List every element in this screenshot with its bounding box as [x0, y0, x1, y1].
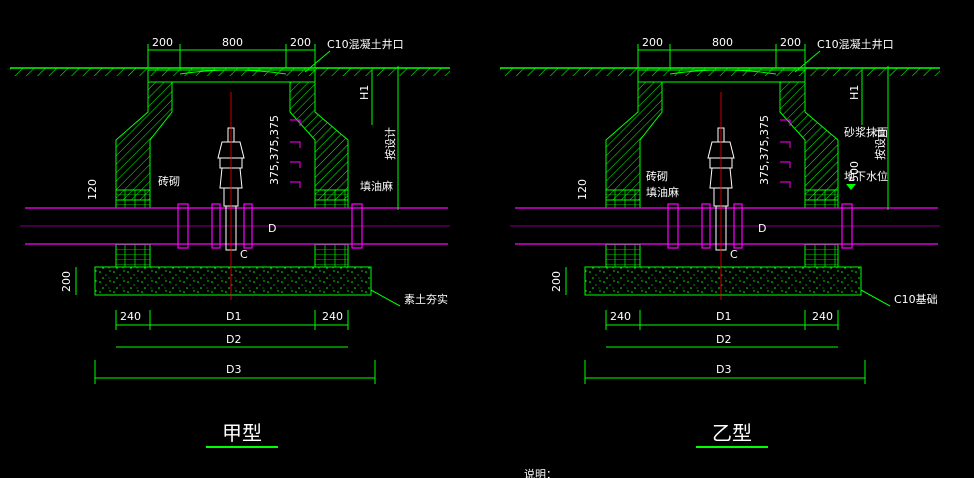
left-brick-lower: [115, 243, 151, 268]
step-irons: [290, 119, 301, 188]
pipe-d-label: D: [758, 222, 766, 235]
step-irons: [780, 119, 791, 188]
top-dimension-line: [637, 44, 806, 68]
right-brick-upper: [804, 189, 839, 209]
top-dim-right: 200: [290, 36, 311, 49]
mortar-label: 砂浆抹面: [844, 125, 888, 139]
design-label: 按设计: [873, 127, 887, 160]
base-slab: [584, 266, 862, 296]
dim-240-left: 240: [120, 310, 141, 323]
top-dim-left: 200: [152, 36, 173, 49]
bottom-dimension-lines: [584, 310, 866, 384]
h500-label: 500: [848, 161, 861, 182]
h200-label: 200: [60, 271, 73, 292]
top-dim-left: 200: [642, 36, 663, 49]
base-leader: [860, 289, 891, 307]
cover-leader: [304, 50, 331, 73]
groundwater-label: 地下水位: [844, 169, 888, 183]
right-brick-lower: [314, 243, 349, 268]
h1-label: H1: [848, 85, 861, 100]
dim-d1: D1: [716, 310, 731, 323]
drawing-yi: 200 800 200 C10混凝土井口: [500, 36, 940, 448]
dim-d2: D2: [226, 333, 241, 346]
h1-label: H1: [358, 85, 371, 100]
c-label: C: [730, 248, 738, 261]
dim-d1: D1: [226, 310, 241, 323]
base-label: C10基础: [894, 293, 938, 306]
bottom-dimension-lines: [94, 310, 376, 384]
top-dim-right: 200: [780, 36, 801, 49]
design-label: 按设计: [383, 127, 397, 160]
h200-label: 200: [550, 271, 563, 292]
step-spacing: 375,375,375: [758, 115, 771, 185]
h120-label: 120: [86, 179, 99, 200]
dim-d2: D2: [716, 333, 731, 346]
cover-arc: [179, 69, 287, 75]
left-note: 砖砌: [158, 174, 180, 188]
cover-leader: [794, 50, 821, 73]
c-label: C: [240, 248, 248, 261]
drawing-title: 乙型: [712, 421, 752, 445]
step-spacing: 375,375,375: [268, 115, 281, 185]
right-note: 填油麻: [360, 179, 393, 193]
pipe-d-label: D: [268, 222, 276, 235]
left-brick-lower: [605, 243, 641, 268]
ground-hatch: [10, 68, 450, 76]
dim-d3: D3: [226, 363, 241, 376]
dim-d3: D3: [716, 363, 731, 376]
top-dim-center: 800: [712, 36, 733, 49]
dim-240-left: 240: [610, 310, 631, 323]
top-dim-center: 800: [222, 36, 243, 49]
footer-note: 说明：: [524, 467, 557, 478]
right-brick-lower: [804, 243, 839, 268]
cover-label: C10混凝土井口: [327, 37, 404, 51]
groundwater-marker: [846, 184, 856, 190]
base-slab: [94, 266, 372, 296]
cover-arc: [669, 69, 777, 75]
h120-label: 120: [576, 179, 589, 200]
base-leader: [370, 289, 401, 307]
left-brick-upper: [115, 189, 151, 209]
base-label: 素土夯实: [404, 292, 448, 306]
ground-hatch: [500, 68, 940, 76]
left-note: 砖砌: [646, 169, 668, 183]
drawing-title: 甲型: [222, 421, 262, 445]
left-note-2: 填油麻: [646, 185, 679, 199]
dim-240-right: 240: [812, 310, 833, 323]
right-brick-upper: [314, 189, 349, 209]
drawing-jia: 200 800 200 C10混凝土井口: [10, 36, 450, 448]
dim-240-right: 240: [322, 310, 343, 323]
cover-label: C10混凝土井口: [817, 37, 894, 51]
left-brick-upper: [605, 189, 641, 209]
top-dimension-line: [147, 44, 316, 68]
